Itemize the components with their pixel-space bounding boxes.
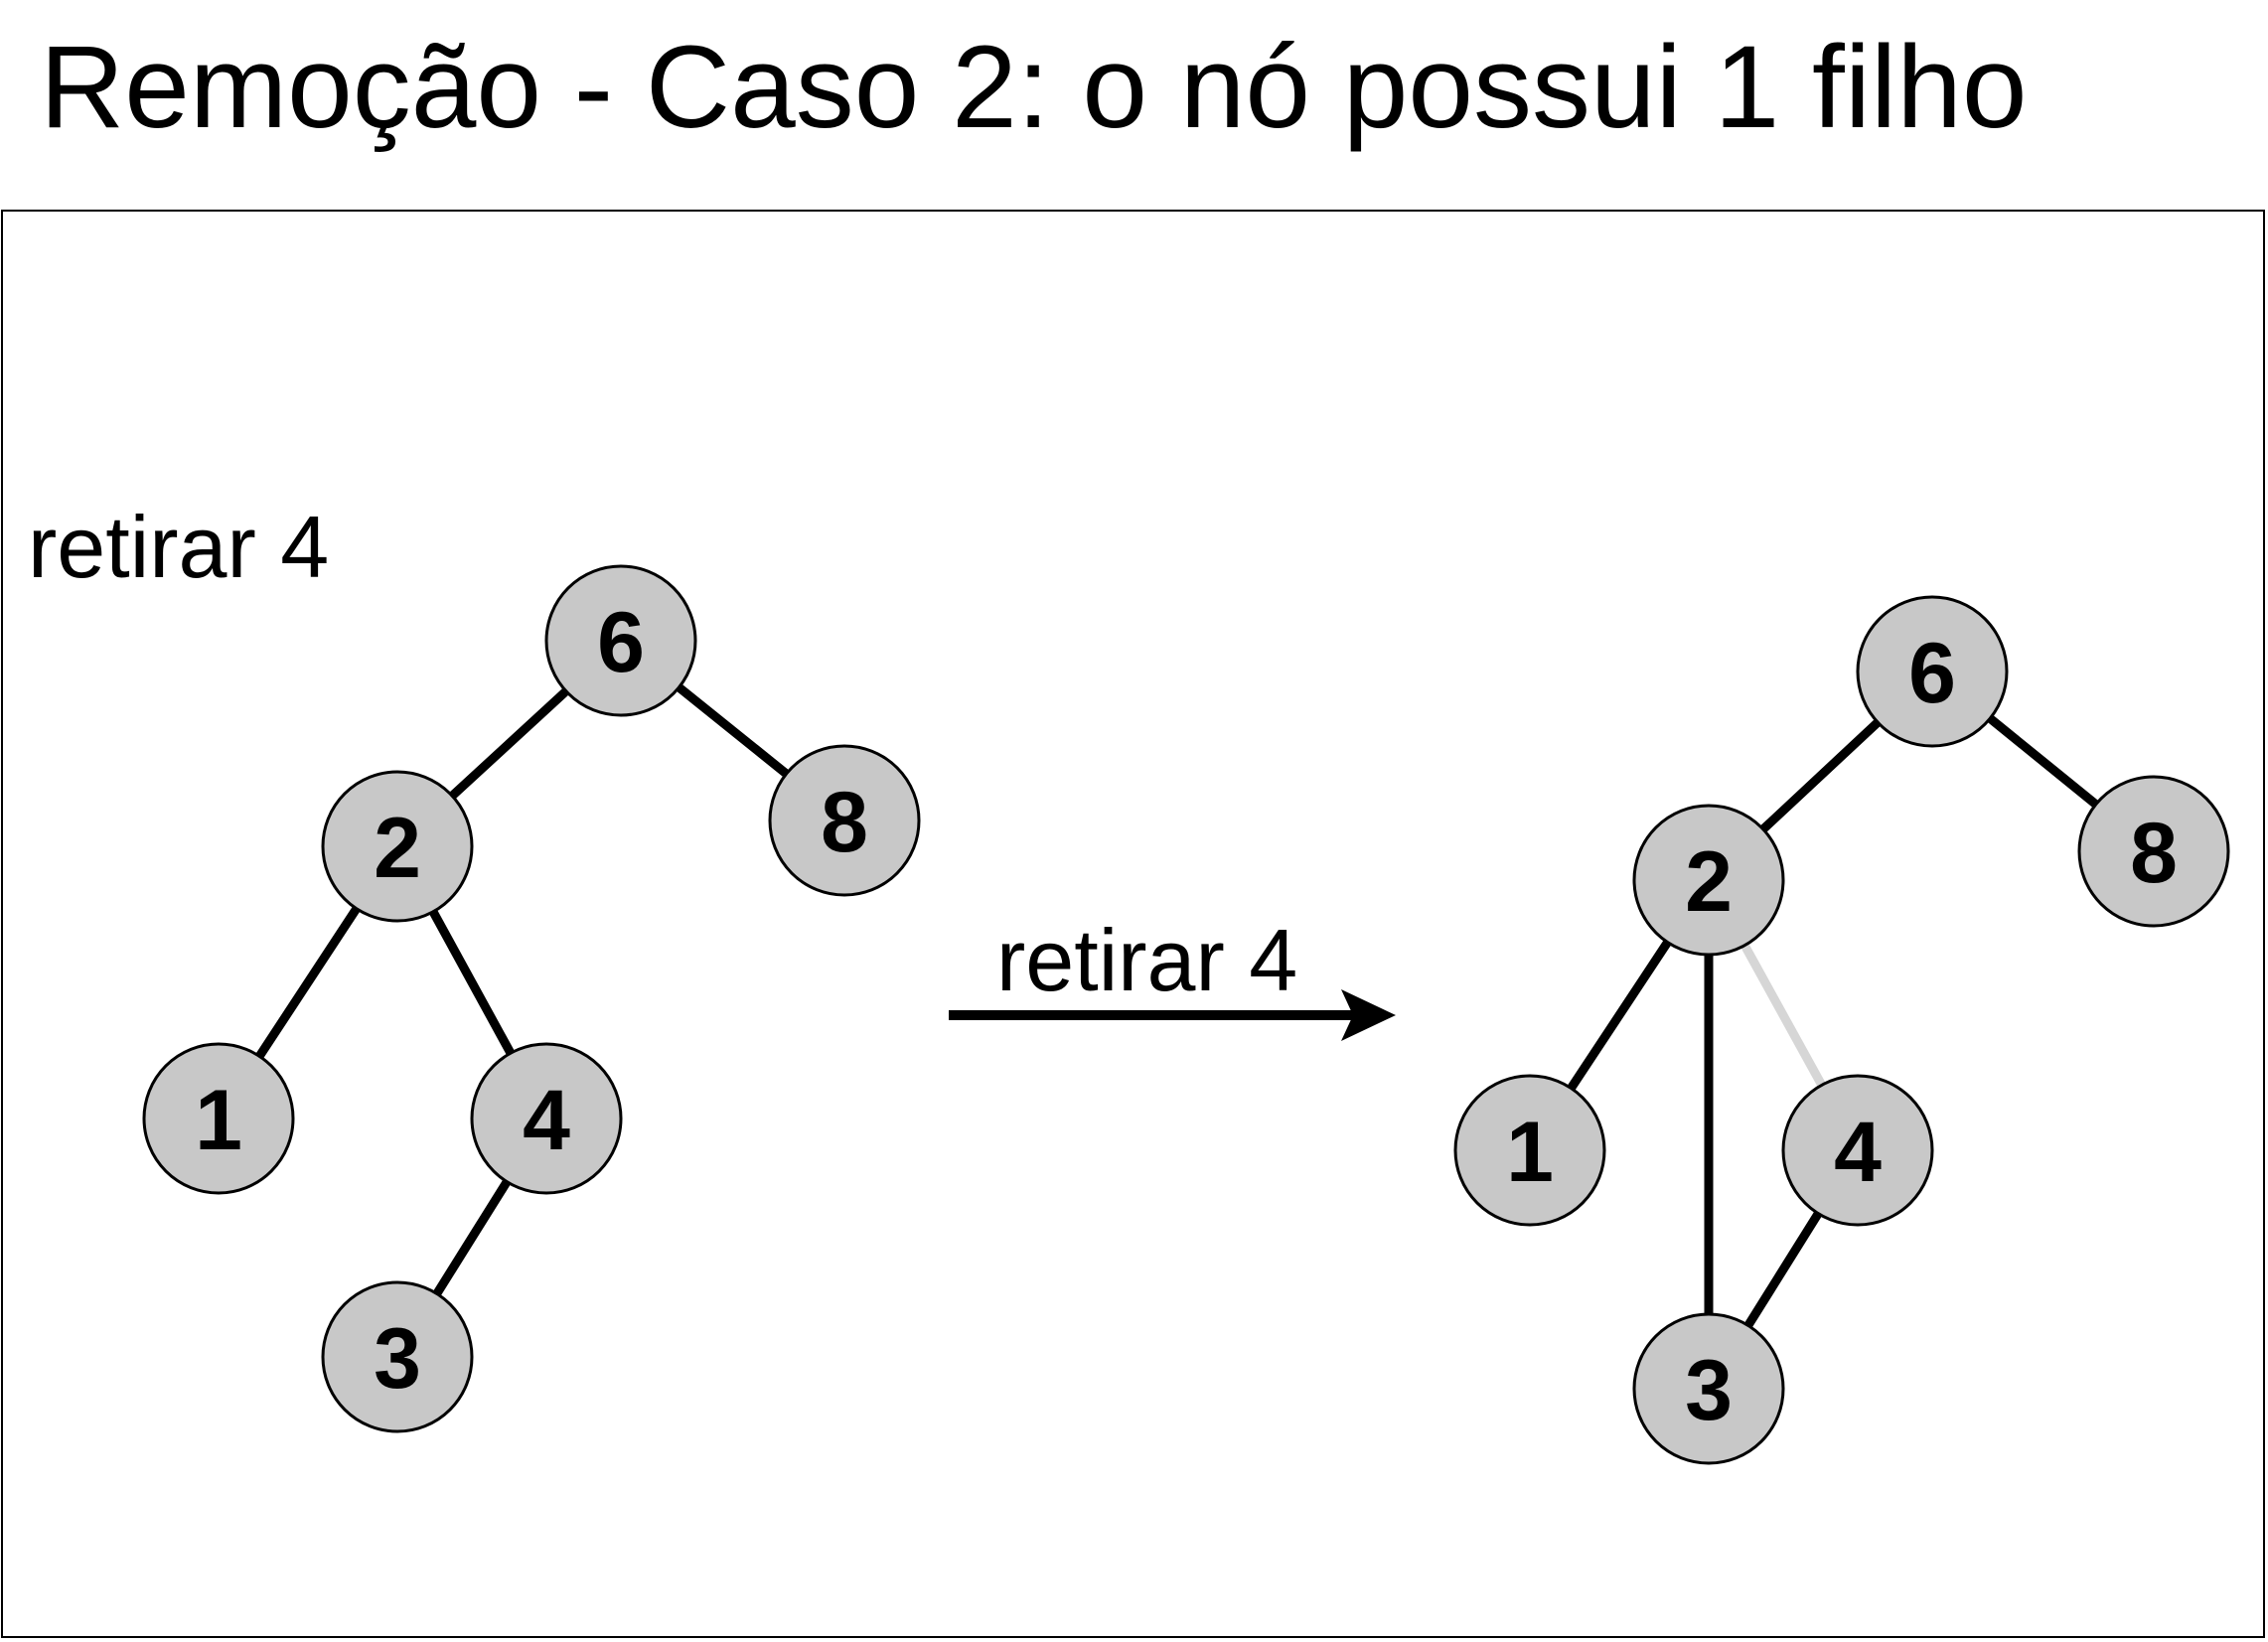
right-tree-node-circle [2077,775,2230,928]
page-title: Remoção - Caso 2: o nó possui 1 filho [40,22,2028,153]
left-tree-edge-l2-l1 [255,906,361,1059]
right-tree-node-label: 4 [1834,1105,1882,1200]
right-tree-node-2: 2 [1632,804,1785,957]
right-tree-node-3: 3 [1632,1312,1785,1465]
left-tree-node-circle [321,1280,474,1433]
left-tree-node-circle [768,744,921,897]
right-tree-node-circle [1856,595,2009,748]
left-tree-node-label: 3 [374,1311,421,1407]
right-tree-node-circle [1781,1074,1934,1227]
left-tree-node-circle [142,1042,295,1195]
left-tree-node-label: 8 [821,775,868,870]
left-tree-node-3: 3 [321,1280,474,1433]
removal-arrow: retirar 4 [949,911,1396,1041]
right-tree-node-4: 4 [1781,1074,1934,1227]
arrow-label: retirar 4 [996,911,1297,1009]
left-tree-node-1: 1 [142,1042,295,1195]
right-tree-edge-r6-r2 [1759,718,1882,833]
left-tree-node-label: 6 [597,595,645,690]
right-tree-node-6: 6 [1856,595,2009,748]
left-tree-node-6: 6 [544,564,697,717]
left-tree-node-label: 2 [374,801,421,896]
right-tree-node-label: 6 [1908,626,1956,721]
right-tree-node-1: 1 [1453,1074,1606,1227]
left-tree-caption: retirar 4 [28,498,329,596]
right-tree-node-circle [1632,804,1785,957]
left-tree-edge-l6-l8 [676,683,790,778]
left-tree-node-circle [544,564,697,717]
edges-layer [255,683,2099,1328]
right-tree-node-label: 1 [1506,1105,1554,1200]
arrow-head [1341,989,1396,1041]
right-tree-edge-r4-r3 [1743,1211,1823,1328]
left-tree-node-2: 2 [321,770,474,923]
right-tree-node-label: 3 [1685,1343,1733,1438]
left-tree-node-circle [470,1042,623,1195]
left-tree-node-8: 8 [768,744,921,897]
left-tree-node-label: 4 [523,1073,570,1168]
right-tree-edge-r2-r4-removed [1740,943,1826,1088]
right-tree-node-label: 2 [1685,834,1733,930]
right-tree-node-circle [1632,1312,1785,1465]
right-tree-edge-r2-r1 [1567,940,1672,1091]
right-tree-edge-r6-r8 [1987,714,2099,809]
right-tree-node-label: 8 [2130,806,2178,901]
left-tree-node-label: 1 [195,1073,242,1168]
right-tree-node-circle [1453,1074,1606,1227]
diagram-frame [1,210,2265,1638]
left-tree-edge-l2-l4 [429,909,515,1056]
right-tree-node-8: 8 [2077,775,2230,928]
left-tree-edge-l6-l2 [449,687,569,800]
left-tree-node-circle [321,770,474,923]
left-tree-edge-l4-l3 [432,1179,512,1296]
left-tree-node-4: 4 [470,1042,623,1195]
